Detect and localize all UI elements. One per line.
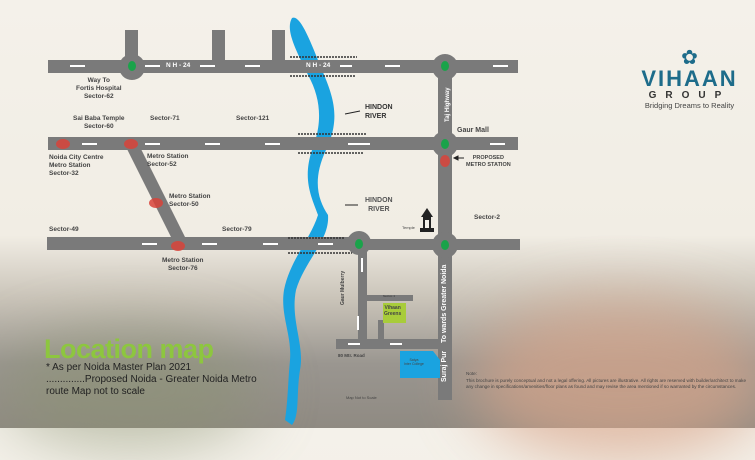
label-sector-1: Sector-1 bbox=[383, 294, 396, 298]
road-stub bbox=[125, 30, 138, 62]
page-title: Location map bbox=[44, 334, 214, 364]
signal-icon bbox=[355, 239, 363, 249]
sector52-road bbox=[48, 137, 518, 150]
text: PROPOSED bbox=[472, 155, 504, 161]
text: Metro Station bbox=[147, 153, 189, 160]
subtitle-line: ..............Proposed Noida - Greater N… bbox=[46, 374, 257, 385]
label-map-not-to-scale: Map Not to Scale bbox=[346, 395, 377, 400]
label-nh24: N H - 24 bbox=[166, 62, 191, 69]
signal-icon bbox=[441, 139, 449, 149]
road-stub bbox=[212, 30, 225, 62]
label-towards-greater-noida: To wards Greater Noida bbox=[441, 264, 448, 343]
logo-tagline: Bridging Dreams to Reality bbox=[644, 101, 735, 110]
signal-icon bbox=[128, 61, 136, 71]
metro-icon bbox=[171, 241, 185, 251]
label-gaur-mall: Gaur Mall bbox=[457, 127, 489, 134]
metro-icon bbox=[149, 198, 163, 208]
road-80m bbox=[336, 339, 440, 349]
signal-icon bbox=[441, 61, 449, 71]
subtitle-line: * As per Noida Master Plan 2021 bbox=[46, 362, 192, 373]
hindon-river bbox=[283, 17, 335, 425]
label-nh24: N H - 24 bbox=[306, 62, 331, 69]
label-gaur-mulberry: Gaur Mulberry bbox=[340, 270, 346, 305]
text: Sector-52 bbox=[147, 161, 177, 169]
vihaan-greens-plot bbox=[383, 303, 406, 323]
nh24-road bbox=[48, 60, 518, 73]
diagonal-road bbox=[124, 143, 188, 243]
text: Fortis Hospital bbox=[76, 85, 122, 93]
note-text: This brochure is purely conceptual and n… bbox=[466, 377, 747, 390]
text: RIVER bbox=[368, 205, 390, 213]
text: Vihaan bbox=[384, 305, 401, 311]
label-80m-road: 80 Mtr. Road bbox=[338, 353, 365, 358]
sector1-spur bbox=[378, 320, 384, 342]
label-sector-121: Sector-121 bbox=[236, 115, 270, 122]
metro-stations bbox=[56, 139, 450, 251]
signal-icon bbox=[441, 240, 449, 250]
label-sector-2: Sector-2 bbox=[474, 214, 501, 221]
text: Sai Baba Temple bbox=[73, 115, 125, 122]
gaur-mulberry-road bbox=[358, 243, 367, 343]
label-temple: Temple bbox=[402, 225, 415, 230]
metro-icon bbox=[124, 139, 138, 149]
bridges bbox=[288, 56, 367, 254]
label-sector-79: Sector-79 bbox=[222, 226, 252, 233]
text: Greens bbox=[384, 311, 402, 318]
text: Metro Station bbox=[49, 162, 91, 170]
flower-icon: ✿ bbox=[681, 47, 698, 69]
text: Sector-60 bbox=[83, 123, 114, 131]
text: Satya bbox=[409, 358, 419, 362]
text: HINDON bbox=[365, 104, 393, 111]
text: Sector-76 bbox=[167, 265, 198, 273]
text: Noida City Centre bbox=[49, 154, 104, 161]
text: Inter College bbox=[404, 362, 424, 367]
traffic-signals bbox=[128, 61, 449, 250]
lane-markings bbox=[70, 65, 508, 345]
label-sector-49: Sector-49 bbox=[49, 226, 79, 233]
text: Sector-62 bbox=[83, 93, 114, 101]
label-sector-71: Sector-71 bbox=[150, 115, 180, 122]
logo-group: GROUP bbox=[648, 90, 731, 101]
text: Metro Station bbox=[169, 193, 211, 200]
subtitle: * As per Noida Master Plan 2021 ........… bbox=[46, 362, 257, 398]
temple-icon bbox=[420, 208, 434, 232]
note-heading: Note: bbox=[466, 371, 477, 376]
route-map bbox=[47, 17, 520, 425]
vihaan-logo: ✿ VIHAAN GROUP Bridging Dreams to Realit… bbox=[622, 48, 755, 110]
text: HINDON bbox=[365, 197, 393, 204]
disclaimer-note: Note: This brochure is purely conceptual… bbox=[466, 371, 751, 391]
logo-name: VIHAAN bbox=[641, 66, 738, 91]
metro-icon bbox=[56, 139, 70, 149]
text: Sector-32 bbox=[49, 170, 79, 178]
subtitle-line: route Map not to scale bbox=[46, 386, 145, 397]
text: Metro Station bbox=[162, 257, 204, 264]
text: Sector-50 bbox=[169, 201, 199, 209]
road-stub bbox=[272, 30, 285, 62]
metro-icon bbox=[440, 155, 450, 167]
text: Way To bbox=[87, 77, 110, 84]
satya-college-plot bbox=[400, 351, 440, 378]
text: METRO STATION bbox=[466, 161, 511, 168]
label-suraj-pur: Suraj Pur bbox=[441, 350, 448, 382]
pointer-arrows bbox=[344, 110, 464, 206]
label-taj-highway: Taj Highway bbox=[445, 87, 451, 122]
sector1-road bbox=[365, 295, 413, 301]
text: RIVER bbox=[365, 112, 387, 120]
